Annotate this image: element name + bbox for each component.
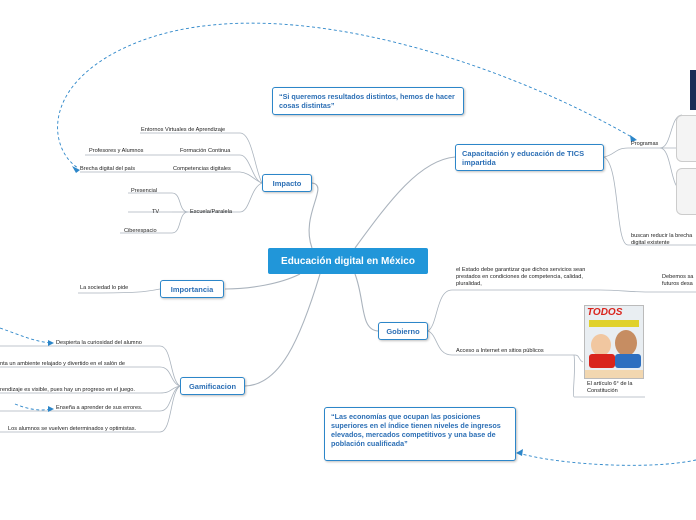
leaf-brecha-digital[interactable]: Brecha digital del país — [80, 166, 136, 172]
leaf-programas[interactable]: Programas — [631, 141, 659, 147]
quote-bottom-text: “Las economías que ocupan las posiciones… — [331, 412, 501, 448]
topic-gamificacion[interactable]: Gamificacion — [180, 377, 245, 395]
leaf-escuela-paralela[interactable]: Escuela/Paralela — [190, 209, 232, 215]
quote-top-text: “Si queremos resultados distintos, hemos… — [279, 92, 455, 110]
relation-quote-bottom — [517, 452, 696, 466]
leaf-estado-garantizar[interactable]: el Estado debe garantizar que dichos ser… — [456, 267, 586, 287]
central-topic[interactable]: Educación digital en México — [268, 248, 428, 274]
relation-gamificacion-errores — [14, 403, 53, 411]
topic-importancia[interactable]: Importancia — [160, 280, 224, 298]
leaf-reducir-brecha[interactable]: buscan reducir la brecha digital existen… — [631, 233, 693, 246]
leaf-presencial[interactable]: Presencial — [131, 188, 158, 194]
leaf-curiosidad[interactable]: Despierta la curiosidad del alumno — [56, 340, 142, 346]
leaf-acceso-internet[interactable]: Acceso a Internet en sitios públicos — [456, 348, 544, 354]
image-card-2 — [676, 168, 696, 215]
poster-shirt-red — [589, 354, 615, 368]
leaf-ambiente-relajado[interactable]: nta un ambiente relajado y divertido en … — [0, 361, 126, 367]
poster-child-face-right — [615, 330, 637, 356]
branch-impacto — [308, 182, 319, 249]
relation-gamificacion-curiosidad — [0, 327, 53, 344]
branch-capacitacion — [354, 156, 456, 249]
leaf-debemos-sa[interactable]: Debemos sa futuros desa — [662, 274, 694, 287]
branch-gamificacion — [244, 273, 321, 387]
poster-title: TODOS — [587, 307, 623, 318]
branch-gobierno — [354, 273, 379, 332]
leaf-competencias-digitales[interactable]: Competencias digitales — [173, 166, 231, 172]
quote-bottom-box[interactable]: “Las economías que ocupan las posiciones… — [324, 407, 516, 461]
poster-footer — [585, 370, 643, 378]
poster-child-face-left — [591, 334, 611, 356]
branch-importancia — [224, 273, 301, 290]
relation-programas-brecha — [57, 22, 636, 169]
poster-banner — [589, 320, 639, 327]
image-thumbnail-dark — [690, 70, 696, 110]
constitution-poster-image: TODOS — [584, 305, 644, 379]
topic-gobierno[interactable]: Gobierno — [378, 322, 428, 340]
topic-capacitacion[interactable]: Capacitación y educación de TICS imparti… — [455, 144, 604, 171]
image-card-1 — [676, 115, 696, 162]
leaf-determinados-optimistas[interactable]: Los alumnos se vuelven determinados y op… — [8, 426, 137, 432]
leaf-aprendizaje-visible[interactable]: rendizaje es visible, pues hay un progre… — [0, 387, 135, 393]
quote-top-box[interactable]: “Si queremos resultados distintos, hemos… — [272, 87, 464, 115]
leaf-tv[interactable]: TV — [152, 209, 160, 215]
leaf-profesores-alumnos[interactable]: Profesores y Alumnos — [89, 148, 144, 154]
poster-shirt-blue — [615, 354, 641, 368]
leaf-aprender-errores[interactable]: Enseña a aprender de sus errores. — [56, 405, 143, 411]
leaf-sociedad-lo-pide[interactable]: La sociedad lo pide — [80, 285, 129, 291]
leaf-ciberespacio[interactable]: Ciberespacio — [124, 228, 157, 234]
leaf-articulo-6[interactable]: El artículo 6° de la Constitución — [587, 381, 633, 394]
leaf-entornos-virtuales[interactable]: Entornos Virtuales de Aprendizaje — [141, 127, 226, 133]
leaf-formacion-continua[interactable]: Formación Continua — [180, 148, 231, 154]
topic-impacto[interactable]: Impacto — [262, 174, 312, 192]
